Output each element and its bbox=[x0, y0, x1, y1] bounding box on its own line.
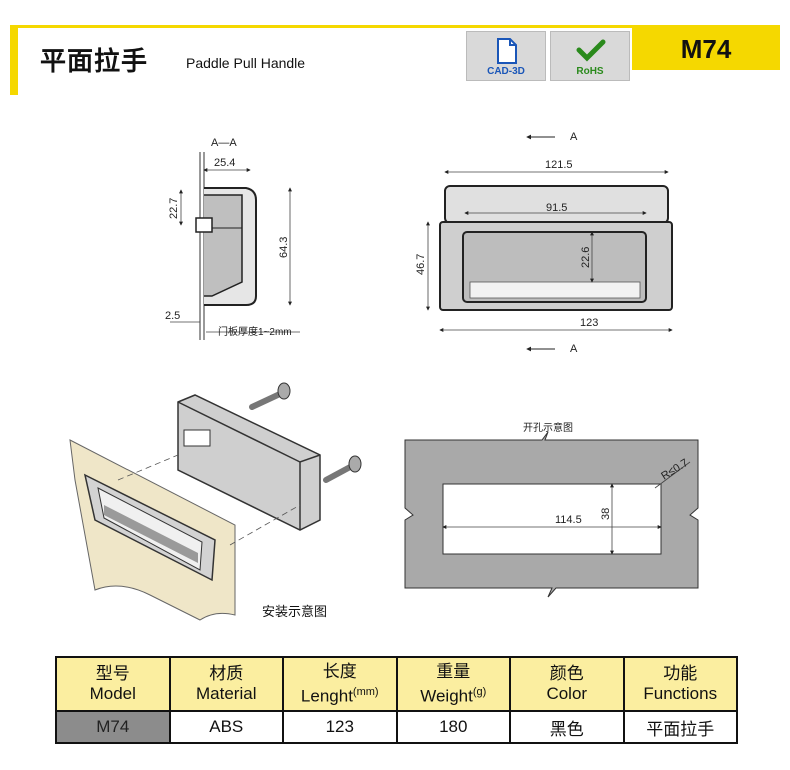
technical-drawing: A—A 25.4 22.7 64.3 2.5 门板厚度1~2mm A A 121… bbox=[69, 131, 699, 621]
section-view: A—A 25.4 22.7 64.3 2.5 门板厚度1~2mm bbox=[165, 137, 300, 340]
header: 平面拉手 Paddle Pull Handle CAD-3D RoHS M74 bbox=[10, 25, 780, 95]
section-dim-height: 64.3 bbox=[278, 237, 290, 258]
screw-icon bbox=[249, 382, 291, 410]
model-code: M74 bbox=[632, 28, 780, 70]
front-dim-recess: 22.6 bbox=[580, 247, 592, 268]
checkmark-icon bbox=[576, 39, 606, 62]
table-row: M74 ABS 123 180 黑色 平面拉手 bbox=[55, 710, 738, 744]
rohs-label: RoHS bbox=[576, 66, 604, 77]
cell-model: M74 bbox=[55, 710, 171, 744]
cutout-dim-height: 38 bbox=[600, 508, 612, 520]
rohs-badge[interactable]: RoHS bbox=[550, 31, 630, 81]
cad-3d-badge[interactable]: CAD-3D bbox=[466, 31, 546, 81]
page-title: 平面拉手 bbox=[40, 47, 149, 77]
cell-color: 黑色 bbox=[509, 710, 625, 744]
front-marker-top: A bbox=[570, 131, 578, 143]
front-dim-height: 46.7 bbox=[415, 254, 427, 275]
cell-material: ABS bbox=[168, 710, 284, 744]
cell-function: 平面拉手 bbox=[622, 710, 738, 744]
front-dim-outer: 121.5 bbox=[545, 159, 573, 171]
section-label: A—A bbox=[211, 137, 237, 149]
installation-illustration: 安装示意图 bbox=[69, 382, 362, 621]
cell-weight: 180 bbox=[395, 710, 511, 744]
cell-length: 123 bbox=[282, 710, 398, 744]
cutout-diagram: 开孔示意图 114.5 38 R≤0.7 bbox=[404, 421, 699, 598]
install-caption: 安装示意图 bbox=[262, 604, 327, 620]
cad-3d-label: CAD-3D bbox=[487, 66, 525, 77]
section-dim-width: 25.4 bbox=[214, 157, 235, 169]
header-top-line bbox=[10, 25, 780, 28]
page-subtitle: Paddle Pull Handle bbox=[186, 55, 306, 71]
front-dim-base: 123 bbox=[580, 317, 598, 329]
cutout-dim-width: 114.5 bbox=[555, 514, 582, 526]
document-icon bbox=[497, 38, 517, 64]
front-dim-inner: 91.5 bbox=[546, 202, 567, 214]
cutout-caption: 开孔示意图 bbox=[523, 421, 573, 434]
header-accent-bar bbox=[10, 25, 18, 95]
section-dim-step: 22.7 bbox=[168, 198, 180, 219]
section-dim-thick: 2.5 bbox=[165, 310, 180, 322]
front-view: A A 121.5 91.5 22.6 46.7 123 bbox=[415, 131, 673, 355]
front-marker-bottom: A bbox=[570, 343, 578, 355]
panel-thickness-note: 门板厚度1~2mm bbox=[218, 325, 292, 338]
screw-icon bbox=[323, 455, 362, 483]
